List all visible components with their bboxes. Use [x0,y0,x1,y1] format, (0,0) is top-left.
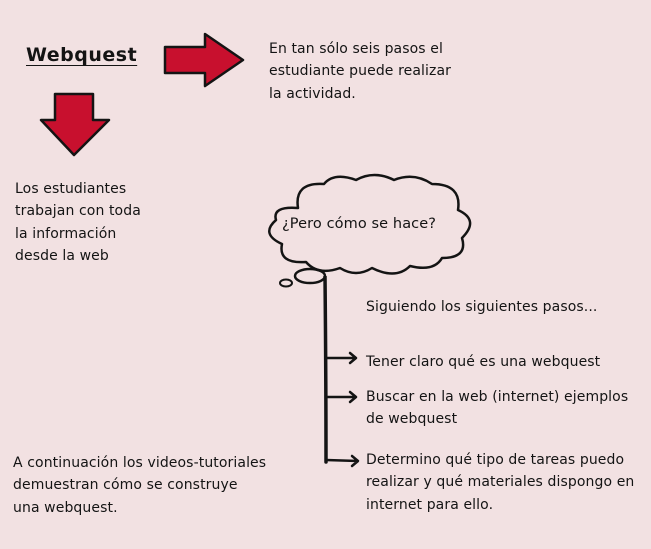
step-item: Determino qué tipo de tareas puedo reali… [366,452,635,513]
step-item: Tener claro qué es una webquest [366,354,601,370]
students-text: Los estudiantes trabajan con toda la inf… [15,181,141,265]
page-title: Webquest [26,44,138,66]
question-text: ¿Pero cómo se hace? [282,216,437,232]
step-item: Buscar en la web (internet) ejemplos de … [366,389,629,428]
arrow-right-icon [163,32,245,88]
intro-text: En tan sólo seis pasos el estudiante pue… [269,41,451,102]
arrow-down-icon [39,92,111,157]
videos-text: A continuación los videos-tutoriales dem… [13,455,267,516]
steps-connector [323,276,360,468]
steps-intro-text: Siguiendo los siguientes pasos... [366,299,598,315]
